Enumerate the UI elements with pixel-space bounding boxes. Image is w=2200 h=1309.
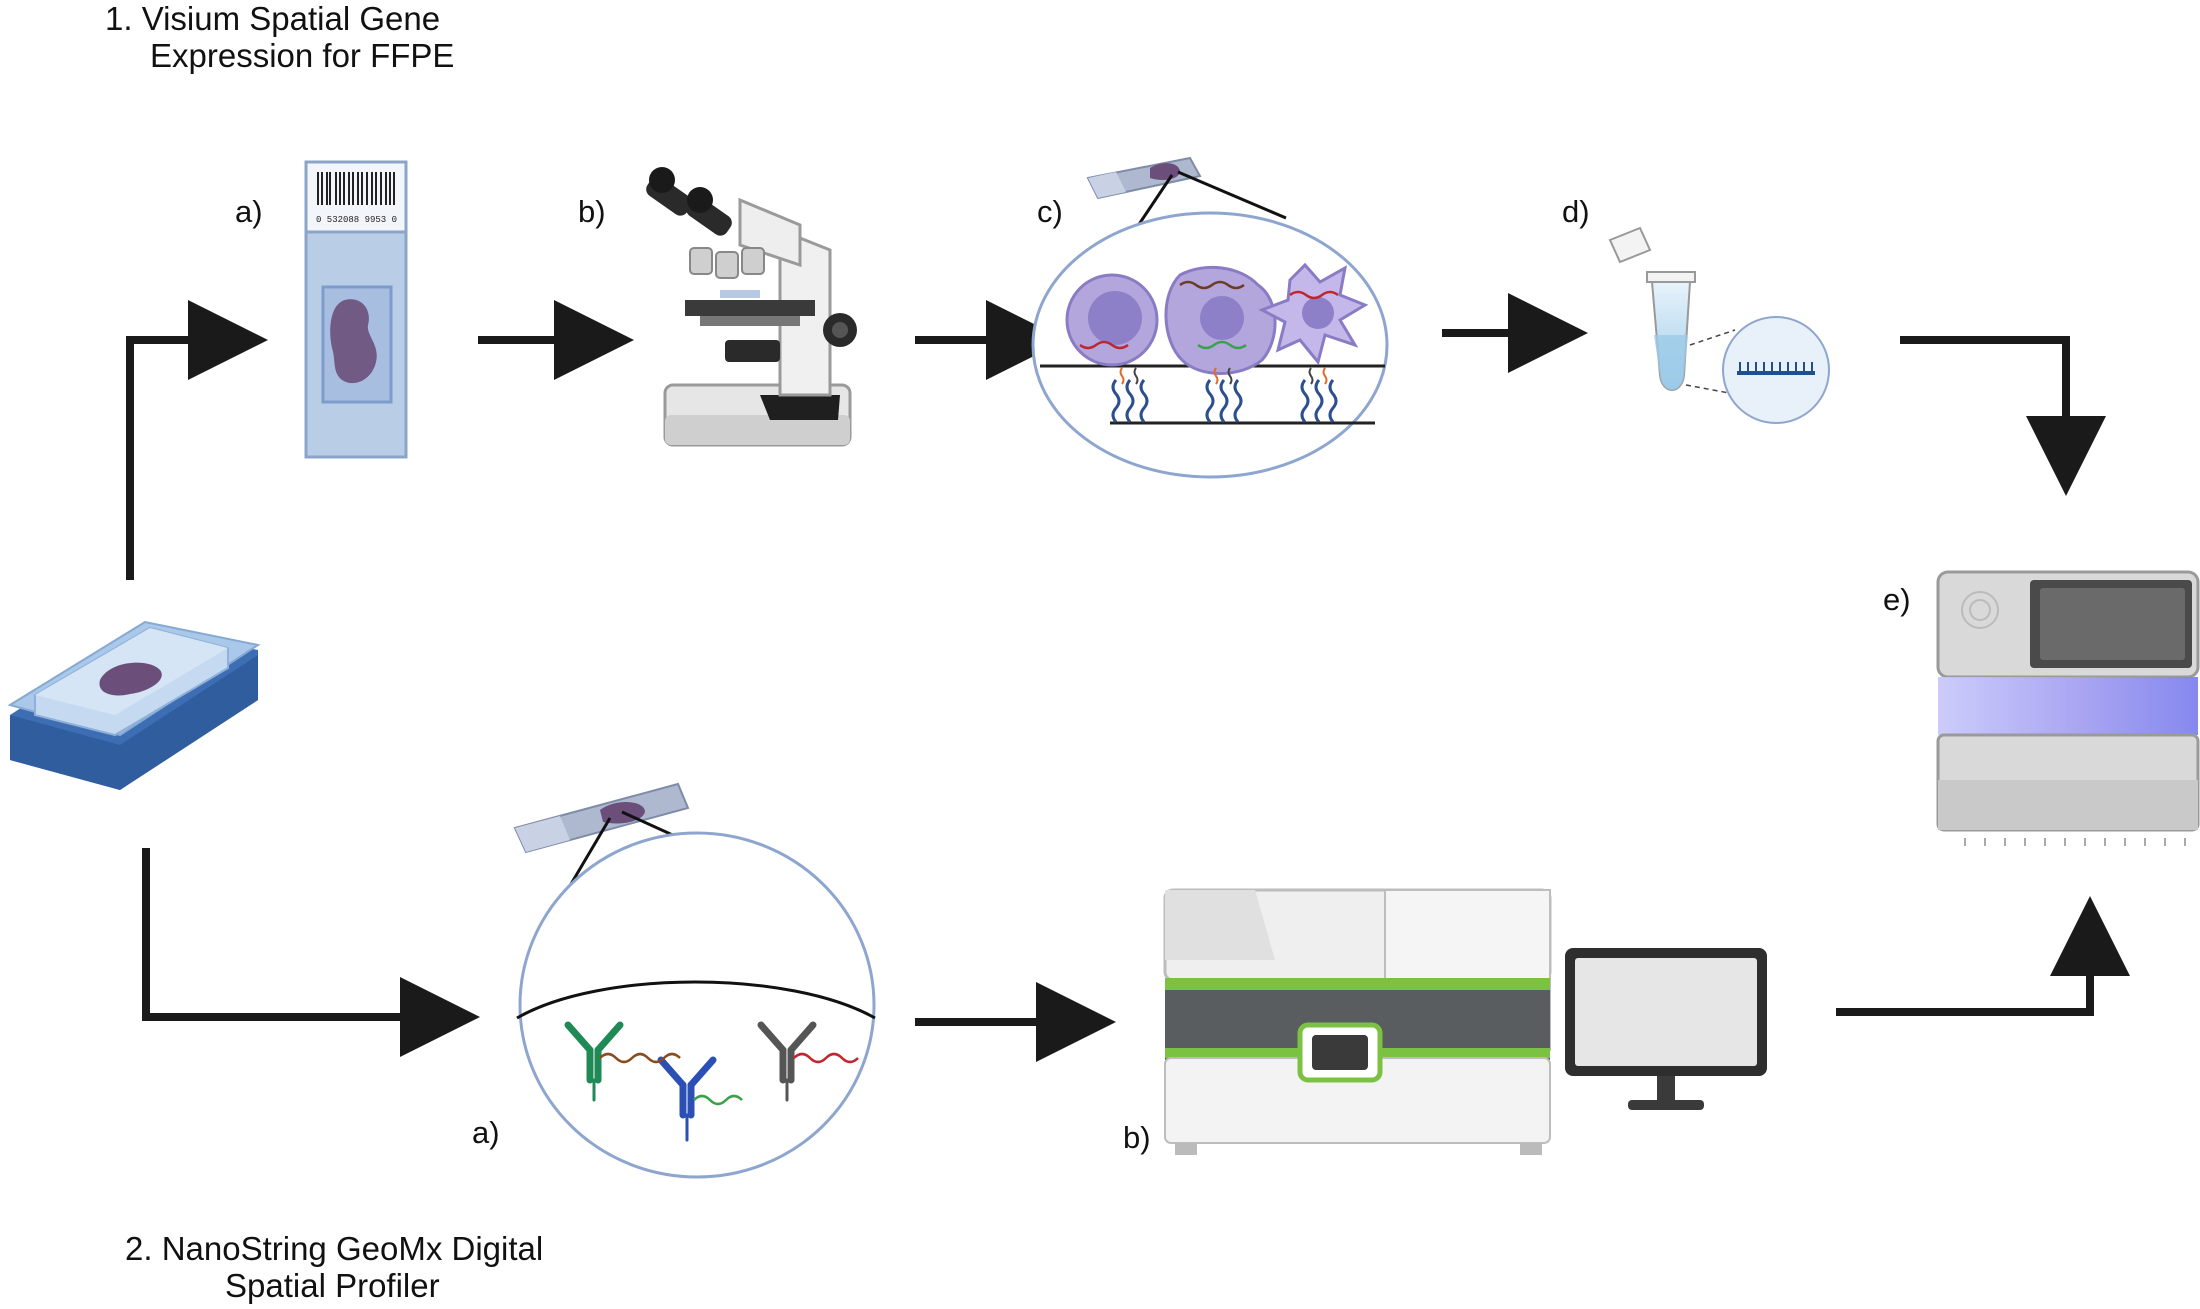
cell-round-icon [1065,273,1159,367]
arrow-start-to-2a [142,848,480,1057]
step-label-1c: c) [1037,194,1063,229]
arrow-2b-to-e [1836,896,2130,1016]
cell-dendritic-icon [1258,262,1369,366]
arrow-start-to-1a [126,300,268,580]
geomx-instrument-icon [1163,888,1552,1155]
antibody-zoom-circle [518,831,876,1179]
ffpe-tissue-block-icon [7,620,261,790]
microscope-icon [646,167,857,447]
step-label-2a: a) [472,1115,500,1150]
antibody-green-icon [564,1021,624,1102]
visium-slide-icon: 0 532088 9953 0 [304,160,408,459]
antibody-blue-icon [657,1056,717,1142]
flow-arrows [126,293,2130,1062]
workflow-1-title-line1: 1. Visium Spatial Gene [105,0,440,37]
library-tube-icon [1608,226,1830,424]
sequencer-icon [1936,570,2200,846]
workflow-1-title-line2: Expression for FFPE [150,37,454,74]
antibody-gray-icon [757,1021,817,1102]
step-label-2b: b) [1123,1120,1151,1155]
step-label-1b: b) [578,194,606,229]
capture-probes [1111,367,1338,423]
step-label-1d: d) [1562,194,1590,229]
step-label-1a: a) [235,194,263,229]
tissue-slide-icon [1086,156,1202,200]
workflow-2-title-line2: Spatial Profiler [225,1267,440,1304]
monitor-icon [1565,948,1767,1110]
library-zoom-circle [1722,316,1830,424]
geomx-zoom-view [513,782,876,1179]
step-label-e: e) [1883,582,1911,617]
barcode-icon [317,172,395,205]
cell-granular-icon [1164,265,1277,375]
barcode-digits: 0 532088 9953 0 [316,215,397,225]
workflow-2-title-line1: 2. NanoString GeoMx Digital [125,1230,543,1267]
visium-zoom-view [1031,156,1389,479]
arrow-1d-to-e [1900,336,2106,496]
